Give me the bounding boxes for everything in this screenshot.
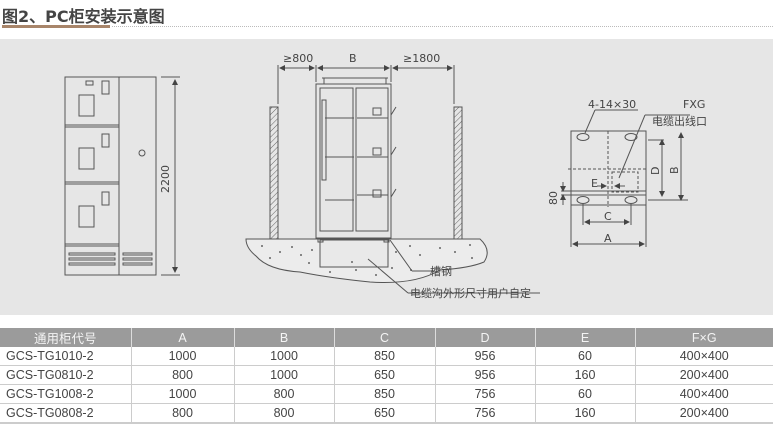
cell: 1000 (131, 347, 235, 366)
height-label: 2200 (159, 165, 172, 193)
clearance-dimensions (277, 65, 540, 294)
cell: GCS-TG1008-2 (0, 384, 132, 404)
cable-trench-label: 电缆沟外形尺寸用户自定 (410, 286, 531, 300)
diagram-panel: 2200 ≥800 B ≥1800 槽钢 (0, 39, 773, 315)
header-b: B (234, 328, 335, 347)
cell: 60 (535, 347, 636, 366)
walls (269, 106, 463, 240)
header-d: D (435, 328, 536, 347)
cell: 650 (334, 365, 436, 385)
header-c: C (334, 328, 436, 347)
cell: 400×400 (635, 384, 773, 404)
fxg-label: FXG (683, 98, 705, 111)
header-model: 通用柜代号 (0, 328, 132, 347)
cell: 850 (334, 347, 436, 366)
cell: 800 (234, 384, 335, 404)
cell: 650 (334, 403, 436, 424)
cell: 400×400 (635, 347, 773, 366)
width-b-label: B (349, 52, 357, 65)
title-underline (2, 25, 110, 28)
installation-diagram: 2200 ≥800 B ≥1800 槽钢 (64, 52, 707, 300)
dim-80-label: 80 (547, 191, 560, 205)
holes-label: 4-14×30 (588, 98, 636, 111)
cell: 756 (435, 384, 536, 404)
front-view-cabinet (64, 76, 157, 276)
left-clearance-label: ≥800 (283, 52, 313, 65)
cell: GCS-TG0808-2 (0, 403, 132, 424)
floor-foundation (245, 238, 488, 283)
dim-e-label: E (591, 177, 598, 190)
title-divider (112, 26, 773, 27)
cell: 800 (131, 403, 235, 424)
cell: GCS-TG0810-2 (0, 365, 132, 385)
dim-b-label: B (668, 166, 681, 174)
cell: 200×400 (635, 365, 773, 385)
dim-c-label: C (604, 210, 612, 223)
cell: 60 (535, 384, 636, 404)
right-clearance-label: ≥1800 (403, 52, 440, 65)
header-a: A (131, 328, 235, 347)
cell: 956 (435, 365, 536, 385)
height-dimension (161, 76, 180, 276)
cell: GCS-TG1010-2 (0, 347, 132, 366)
cell: 1000 (234, 365, 335, 385)
dim-d-label: D (649, 167, 662, 175)
cell: 1000 (234, 347, 335, 366)
header-e: E (535, 328, 636, 347)
side-view-cabinet (315, 77, 397, 243)
table-header-row: 通用柜代号 A B C D E F×G (0, 328, 773, 347)
cell: 200×400 (635, 403, 773, 424)
cell: 160 (535, 365, 636, 385)
channel-steel-label: 槽钢 (430, 265, 452, 278)
dim-a-label: A (604, 232, 612, 245)
cell: 160 (535, 403, 636, 424)
cell: 756 (435, 403, 536, 424)
cell: 956 (435, 347, 536, 366)
figure-title: 图2、PC柜安装示意图 (2, 7, 165, 26)
header-fxg: F×G (635, 328, 773, 347)
cell: 1000 (131, 384, 235, 404)
cable-outlet-label: 电缆出线口 (652, 114, 707, 128)
cell: 800 (131, 365, 235, 385)
base-plan (560, 109, 690, 247)
cell: 800 (234, 403, 335, 424)
cell: 850 (334, 384, 436, 404)
